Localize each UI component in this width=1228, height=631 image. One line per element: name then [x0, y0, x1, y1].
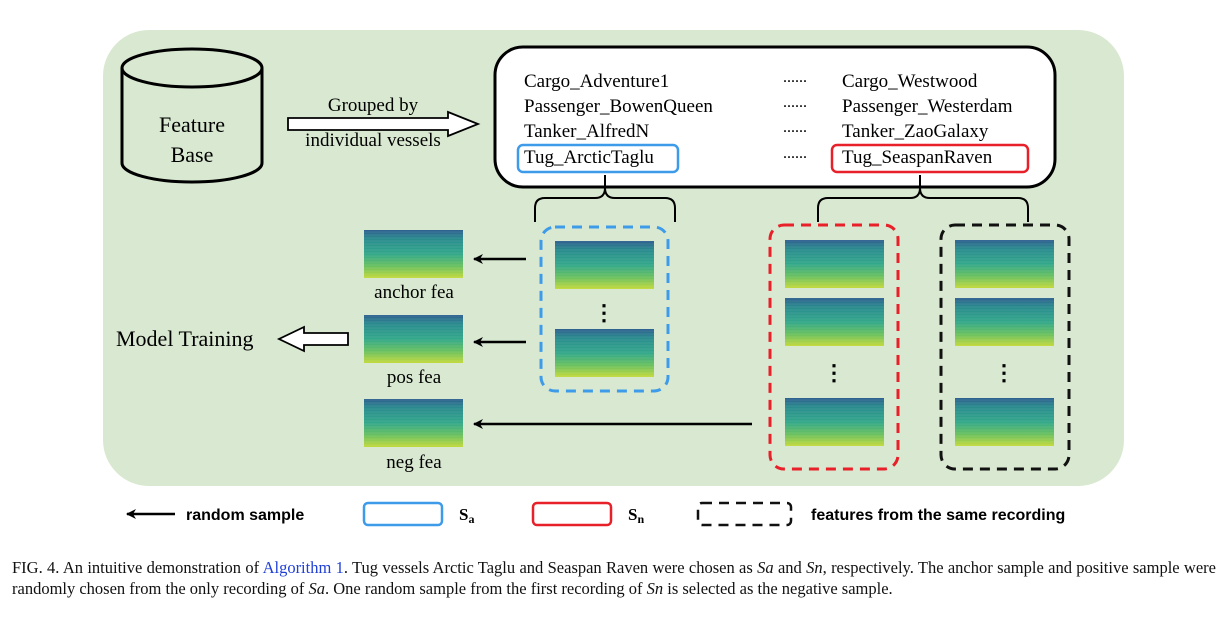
grouping-arrow: Grouped by individual vessels	[287, 95, 481, 151]
feature-base-label-line2: Base	[171, 142, 214, 167]
sn-brace	[817, 175, 1029, 222]
legend-random-sample-label: random sample	[186, 507, 304, 524]
vessel-list-box: Cargo_Adventure1 Passenger_BowenQueen Ta…	[493, 45, 1057, 189]
legend-same-recording-swatch	[696, 501, 793, 527]
vessel-name: Tanker_ZaoGalaxy	[842, 121, 989, 142]
legend-sn-label: Sn	[628, 505, 644, 526]
selected-features: anchor fea pos fea neg fea	[364, 230, 463, 473]
feature-base-cylinder: Feature Base	[120, 47, 264, 184]
feature-base-label-line1: Feature	[159, 112, 225, 137]
figure-caption: FIG. 4. An intuitive demonstration of Al…	[12, 558, 1216, 598]
sn-first-recording-group: ⋮	[768, 223, 900, 471]
model-training-arrow	[276, 325, 349, 353]
sa-recording-group: ⋮	[539, 225, 670, 393]
sa-highlight-box	[516, 143, 680, 174]
legend-same-recording-label: features from the same recording	[811, 507, 1065, 524]
vessel-name: Cargo_Adventure1	[524, 71, 669, 92]
grouping-label-line2: individual vessels	[305, 130, 441, 151]
sn-other-recording-group: ⋮	[939, 223, 1071, 471]
vessel-ellipsis: ······	[783, 74, 807, 88]
vessel-name: Passenger_Westerdam	[842, 96, 1013, 117]
legend-sa-label: Sa	[459, 505, 474, 526]
legend-sa-swatch	[362, 501, 444, 527]
sn-highlight-box	[830, 143, 1030, 174]
model-training-label: Model Training	[116, 326, 254, 351]
vessel-ellipsis: ······	[783, 99, 807, 113]
legend: random sample Sa Sn features from the sa…	[126, 501, 1065, 527]
vessel-ellipsis: ······	[783, 150, 807, 164]
vessel-name: Passenger_BowenQueen	[524, 96, 713, 117]
vertical-ellipsis: ⋮	[593, 300, 615, 325]
vessel-ellipsis: ······	[783, 124, 807, 138]
pos-fea-label: pos fea	[387, 367, 442, 388]
anchor-fea-label: anchor fea	[374, 282, 454, 303]
legend-sn-swatch	[531, 501, 613, 527]
vertical-ellipsis: ⋮	[823, 360, 845, 385]
vessel-name-sa: Tug_ArcticTaglu	[524, 147, 654, 168]
vessel-name: Tanker_AlfredN	[524, 121, 650, 142]
vertical-ellipsis: ⋮	[993, 360, 1015, 385]
algorithm-diagram: Feature Base Grouped by individual vesse…	[103, 30, 1124, 527]
vessel-name: Cargo_Westwood	[842, 71, 978, 92]
vessel-name-sn: Tug_SeaspanRaven	[842, 147, 993, 168]
grouping-label-line1: Grouped by	[328, 95, 419, 116]
sa-brace	[534, 175, 676, 222]
algorithm-link[interactable]: Algorithm 1	[262, 558, 344, 577]
neg-fea-label: neg fea	[386, 452, 442, 473]
